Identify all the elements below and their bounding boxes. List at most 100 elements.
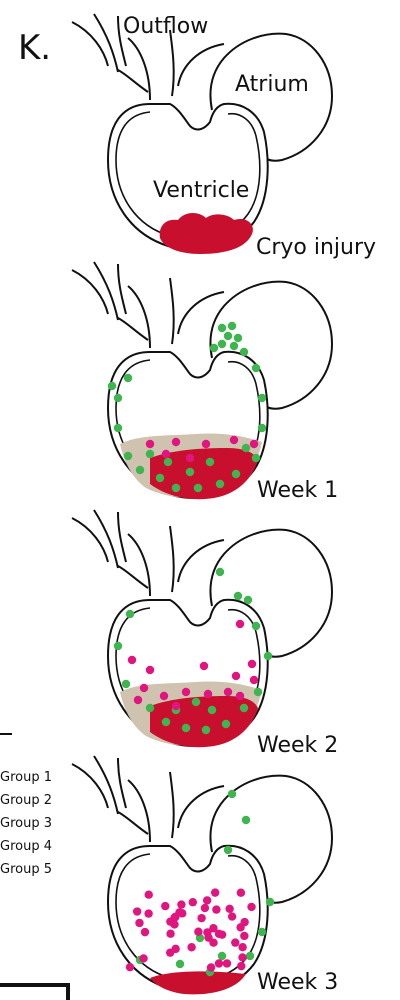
green-cell-15 xyxy=(258,394,266,402)
magenta-cell-36 xyxy=(187,943,195,951)
magenta-cell-13 xyxy=(238,943,246,951)
green-cell-3 xyxy=(224,332,232,340)
magenta-cell-11 xyxy=(204,690,212,698)
green-cell-8 xyxy=(122,680,130,688)
magenta-cell-1 xyxy=(146,440,154,448)
label-atrium: Atrium xyxy=(235,72,309,97)
green-cell-4 xyxy=(266,898,274,906)
magenta-cell-25 xyxy=(237,889,245,897)
magenta-cell-5 xyxy=(250,440,258,448)
outflow-vessels xyxy=(72,756,148,834)
green-cell-8 xyxy=(240,348,248,356)
green-cell-15 xyxy=(254,688,262,696)
heart-week-1 xyxy=(72,262,332,499)
green-cell-17 xyxy=(136,466,144,474)
green-cell-19 xyxy=(172,484,180,492)
outflow-trunk xyxy=(128,526,224,596)
magenta-cell-7 xyxy=(250,676,258,684)
green-cell-11 xyxy=(114,424,122,432)
magenta-cell-1 xyxy=(126,963,134,971)
heart-week-3 xyxy=(72,756,332,994)
outflow-vessels xyxy=(72,262,148,340)
magenta-cell-7 xyxy=(162,450,170,458)
magenta-cell-28 xyxy=(189,898,197,906)
magenta-cell-12 xyxy=(224,688,232,696)
magenta-cell-8 xyxy=(140,684,148,692)
magenta-cell-2 xyxy=(172,438,180,446)
outflow-trunk xyxy=(128,30,224,100)
green-cell-13 xyxy=(114,394,122,402)
magenta-cell-44 xyxy=(145,890,153,898)
magenta-cell-12 xyxy=(141,928,149,936)
green-cell-1 xyxy=(216,568,224,576)
green-cell-5 xyxy=(218,340,226,348)
magenta-cell-40 xyxy=(166,917,174,925)
scale-tick xyxy=(0,733,12,735)
green-cell-12 xyxy=(124,452,132,460)
green-cell-2 xyxy=(228,322,236,330)
green-cell-7 xyxy=(246,952,254,960)
green-cell-24 xyxy=(164,458,172,466)
green-cell-25 xyxy=(206,458,214,466)
magenta-cell-9 xyxy=(211,888,219,896)
green-cell-27 xyxy=(146,450,154,458)
green-cell-7 xyxy=(210,344,218,352)
magenta-cell-37 xyxy=(240,918,248,926)
magenta-cell-18 xyxy=(144,909,152,917)
magenta-cell-46 xyxy=(203,896,211,904)
magenta-cell-2 xyxy=(161,902,169,910)
magenta-cell-39 xyxy=(197,914,205,922)
green-cell-20 xyxy=(194,484,202,492)
magenta-cell-11 xyxy=(238,953,246,961)
green-cell-10 xyxy=(162,718,170,726)
magenta-cell-4 xyxy=(200,662,208,670)
label-ventricle: Ventricle xyxy=(153,178,249,203)
magenta-cell-14 xyxy=(236,692,244,700)
green-cell-23 xyxy=(252,454,260,462)
green-cell-4 xyxy=(234,334,242,342)
green-cell-22 xyxy=(232,470,240,478)
magenta-cell-45 xyxy=(247,903,255,911)
magenta-cell-5 xyxy=(248,660,256,668)
magenta-cell-6 xyxy=(232,672,240,680)
green-cell-9 xyxy=(218,952,226,960)
magenta-cell-7 xyxy=(225,905,233,913)
scale-bar-end xyxy=(66,983,70,1000)
magenta-cell-4 xyxy=(230,436,238,444)
panel-letter: K. xyxy=(18,28,51,68)
magenta-cell-15 xyxy=(237,962,245,970)
legend-item-group-4: Group 4 xyxy=(0,835,52,858)
magenta-cell-41 xyxy=(223,959,231,967)
magenta-cell-29 xyxy=(175,908,183,916)
magenta-cell-3 xyxy=(146,666,154,674)
legend-item-group-5: Group 5 xyxy=(0,858,52,881)
green-cell-13 xyxy=(222,720,230,728)
magenta-cell-3 xyxy=(202,440,210,448)
magenta-cell-42 xyxy=(139,954,147,962)
green-cell-6 xyxy=(252,622,260,630)
green-cell-21 xyxy=(216,480,224,488)
label-week-1: Week 1 xyxy=(257,478,338,503)
legend-item-group-2: Group 2 xyxy=(0,789,52,812)
green-cell-14 xyxy=(252,364,260,372)
outflow-trunk xyxy=(128,772,224,842)
outflow-trunk xyxy=(128,278,224,348)
green-cell-7 xyxy=(264,652,272,660)
magenta-cell-8 xyxy=(171,945,179,953)
green-cell-2 xyxy=(242,816,250,824)
magenta-cell-13 xyxy=(134,696,142,704)
magenta-cell-10 xyxy=(182,688,190,696)
green-cell-11 xyxy=(182,724,190,732)
green-cell-6 xyxy=(230,342,238,350)
green-cell-5 xyxy=(258,928,266,936)
magenta-cell-23 xyxy=(194,928,202,936)
green-cell-2 xyxy=(234,592,242,600)
magenta-cell-31 xyxy=(166,930,174,938)
green-cell-10 xyxy=(124,374,132,382)
scale-bar xyxy=(0,983,70,987)
green-cell-10 xyxy=(176,960,184,968)
heart-cryo-injury xyxy=(72,14,332,254)
heart-week-2 xyxy=(72,510,332,747)
magenta-cell-24 xyxy=(177,900,185,908)
